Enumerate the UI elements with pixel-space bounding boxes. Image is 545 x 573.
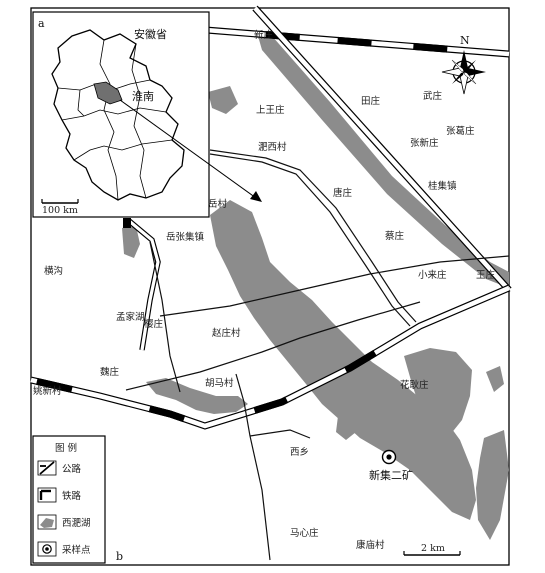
place-weizhuang: 魏庄 xyxy=(100,366,120,378)
legend xyxy=(32,435,106,564)
place-tianzhuang: 田庄 xyxy=(361,95,381,107)
place-yuecun: 岳村 xyxy=(208,198,228,210)
place-caizhuang: 蔡庄 xyxy=(385,230,405,242)
sample-point-marker xyxy=(381,449,397,465)
place-feixicun: 淝西村 xyxy=(258,141,287,153)
place-shangwangzhuang: 上王庄 xyxy=(256,104,285,116)
place-humacun: 胡马村 xyxy=(205,377,234,389)
main-scale-bar xyxy=(403,551,461,556)
inset-panel-a xyxy=(32,11,210,218)
place-wangzhuang: 王庄 xyxy=(476,269,496,281)
place-zhanggezhuang: 张葛庄 xyxy=(446,125,475,137)
railway-top xyxy=(205,26,510,58)
legend-sample-icon xyxy=(37,541,57,557)
place-mengjiahu: 孟家湖 xyxy=(116,311,145,323)
locator-arrow xyxy=(119,99,262,202)
panel-b-letter: b xyxy=(116,550,123,563)
place-xixiang: 西乡 xyxy=(290,447,309,458)
legend-lake-label: 西淝湖 xyxy=(62,518,91,529)
place-zhaozhuangcun: 赵庄村 xyxy=(212,327,241,339)
inset-scale-label: 100 km xyxy=(42,205,78,216)
anhui-province-outline xyxy=(51,29,185,201)
place-guijizhen: 桂集镇 xyxy=(428,180,457,192)
place-yuezhangjizhen: 岳张集镇 xyxy=(166,231,205,243)
lake-xifei xyxy=(122,36,509,540)
place-tangzhuang: 唐庄 xyxy=(333,187,353,199)
legend-railway-label: 铁路 xyxy=(62,490,82,502)
inset-province-label: 安徽省 xyxy=(134,27,167,41)
railway-branch xyxy=(123,217,161,351)
place-suozhuang: 樱庄 xyxy=(144,318,164,330)
place-tiaoxincun: 姚新村 xyxy=(33,385,62,397)
place-zhangxinzhuang: 张新庄 xyxy=(410,137,439,149)
north-label: N xyxy=(460,34,470,47)
railway-bottom xyxy=(30,284,511,430)
place-henggou: 横沟 xyxy=(44,265,63,277)
legend-road-icon xyxy=(37,460,57,476)
railway-diagonal xyxy=(252,5,512,293)
legend-title: 图 例 xyxy=(55,442,77,454)
scale-bar-label: 2 km xyxy=(421,543,445,554)
place-kangmiaocun: 康庙村 xyxy=(356,539,385,551)
place-xinzhuang: 新庄 xyxy=(254,29,274,41)
place-huagengzhuang: 花耿庄 xyxy=(400,379,429,391)
legend-sample-label: 采样点 xyxy=(62,544,91,556)
north-arrow-icon xyxy=(441,50,486,95)
roads xyxy=(125,149,510,561)
inset-city-label: 淮南 xyxy=(132,90,154,103)
panel-a-letter: a xyxy=(38,17,45,30)
place-wuzhuang: 武庄 xyxy=(423,90,443,102)
legend-road-label: 公路 xyxy=(62,463,82,475)
place-mazhuang: 马心庄 xyxy=(290,527,319,539)
legend-lake-icon xyxy=(37,514,57,530)
sample-point-label: 新集二矿 xyxy=(369,468,413,482)
place-xiaolaizhuang: 小来庄 xyxy=(418,269,447,281)
legend-railway-icon xyxy=(37,487,57,503)
huainan-region xyxy=(93,81,123,105)
